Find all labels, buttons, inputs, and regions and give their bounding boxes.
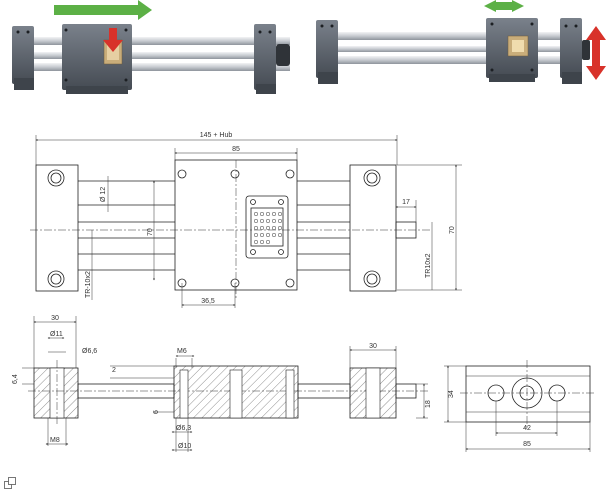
dim-counter-dia: Ø6,6 <box>82 348 97 355</box>
dim-end-width: 85 <box>523 441 531 448</box>
dim-bore-63: Ø6,3 <box>176 425 191 432</box>
dim-hole-spacing: 36,5 <box>201 298 215 305</box>
dim-height-64: 6,4 <box>12 374 19 384</box>
rotation-double-arrow-icon <box>586 26 606 80</box>
dim-thread-left: TR-10x2 <box>85 271 92 298</box>
dim-carriage-width: 85 <box>232 146 240 153</box>
side-section-drawing: 30 Ø11 Ø6,6 6,4 M6 2 6 Ø6,3 Ø <box>12 315 432 452</box>
dim-end-block-right: 30 <box>369 343 377 350</box>
dim-end-spacing: 42 <box>523 425 531 432</box>
dim-m8: M8 <box>50 437 60 444</box>
dim-bore-10: Ø10 <box>178 443 191 450</box>
connector-pins <box>253 211 283 245</box>
dim-2: 2 <box>112 367 116 374</box>
move-right-arrow-icon <box>54 0 152 20</box>
load-down-arrow-icon <box>103 28 123 52</box>
dim-end-height: 34 <box>448 390 455 398</box>
dim-rod-dia: Ø 12 <box>100 187 107 202</box>
dim-thread-right: TR10x2 <box>425 253 432 278</box>
dim-right-height: 70 <box>449 226 456 234</box>
move-bidirectional-arrow-icon <box>484 0 524 12</box>
dim-hole-dia: Ø11 <box>50 331 63 338</box>
dim-shaft-18: 18 <box>425 400 432 408</box>
render-left-axis <box>12 0 290 94</box>
dim-end-block-left: 30 <box>51 315 59 322</box>
enlarge-icon[interactable] <box>4 476 16 489</box>
render-right-axis <box>316 0 606 84</box>
dim-m6: M6 <box>177 348 187 355</box>
dim-overall: 145 + Hub <box>200 132 233 139</box>
dim-offset-17: 17 <box>402 199 410 206</box>
end-view-drawing: 34 42 85 <box>444 360 596 452</box>
top-view-drawing: 145 + Hub 85 <box>30 132 462 308</box>
dim-center-height: 70 <box>147 228 154 236</box>
